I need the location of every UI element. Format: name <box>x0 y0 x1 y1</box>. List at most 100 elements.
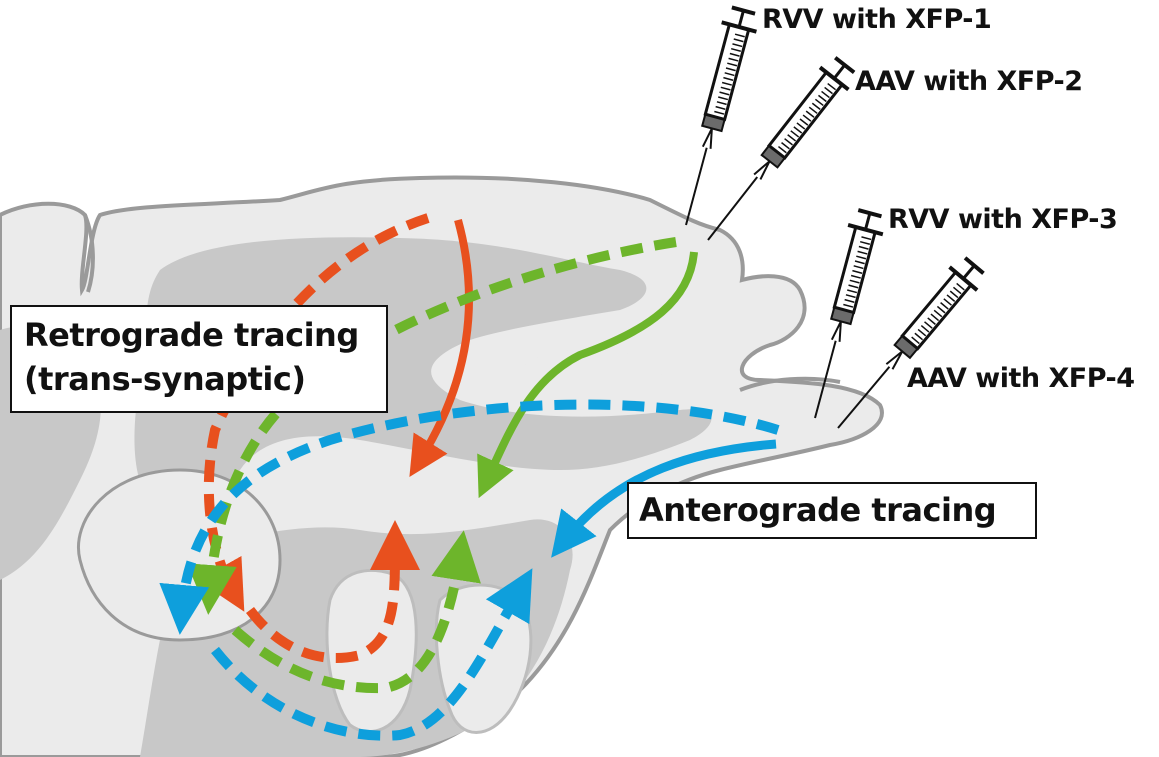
syringe-graduation <box>723 76 734 81</box>
syringe-2 <box>707 56 856 241</box>
syringe-graduation <box>734 33 745 38</box>
syringe-graduation <box>818 94 827 103</box>
anterograde-tracing-label: Anterograde tracing <box>627 482 1037 539</box>
needle <box>814 340 837 419</box>
syringe-graduation <box>956 282 965 291</box>
syringe-graduation <box>716 101 727 106</box>
syringe-flange <box>948 265 979 292</box>
anterograde-label-text: Anterograde tracing <box>639 491 997 529</box>
syringe-graduation <box>952 286 962 295</box>
syringe-flange <box>721 20 757 34</box>
syringe-flange <box>818 65 850 92</box>
syringe-graduation <box>936 305 946 314</box>
blue-solid-arrow <box>551 439 777 558</box>
syringe-graduation <box>732 43 743 48</box>
syringe-thumb <box>731 5 756 16</box>
syringe-graduation <box>728 57 739 62</box>
syringe-thumb <box>857 208 882 219</box>
syringe-4 <box>837 256 985 429</box>
syringe-graduation <box>949 290 959 299</box>
syringe-graduation <box>940 302 949 310</box>
needle <box>707 176 759 241</box>
syringe-graduation <box>725 67 736 72</box>
syringe-graduation <box>845 294 856 299</box>
green-solid-arrow <box>477 251 698 499</box>
cortex-fold <box>83 214 95 293</box>
syringe-graduation <box>858 245 869 250</box>
syringe-graduation <box>729 52 740 57</box>
injection-label-aav-xfp4: AAV with XFP-4 <box>907 363 1135 394</box>
syringe-graduation <box>787 134 797 142</box>
syringe-graduation <box>853 265 864 270</box>
syringe-graduation <box>861 236 872 241</box>
syringe-rod <box>962 264 976 280</box>
blue-dashed-arrow <box>159 399 780 635</box>
syringe-graduation <box>805 110 815 118</box>
syringe-graduation <box>777 145 787 154</box>
syringe-graduation <box>727 62 738 67</box>
syringe-graduation <box>857 250 868 255</box>
syringe-flange <box>847 223 884 237</box>
syringe-graduation <box>814 98 824 107</box>
red-solid-arrow <box>409 218 473 477</box>
red-dashed-arrow-return <box>246 520 420 663</box>
syringe-graduation <box>850 274 861 279</box>
syringe-graduation <box>844 298 855 303</box>
syringe-graduation <box>790 130 800 138</box>
syringe-3 <box>814 208 884 419</box>
needle <box>837 366 891 429</box>
syringe-graduation <box>821 90 830 99</box>
syringe-graduation <box>920 325 930 333</box>
syringe-rod <box>737 10 745 28</box>
needle <box>685 147 708 226</box>
syringe-graduation <box>849 279 860 284</box>
syringe-graduation <box>911 336 920 345</box>
syringe-barrel <box>832 225 877 315</box>
syringe-graduation <box>796 122 806 130</box>
syringe-graduation <box>854 260 865 265</box>
olfactory-fold <box>739 376 841 392</box>
retrograde-label-line1: Retrograde tracing <box>24 316 359 354</box>
syringe-graduation <box>793 126 803 134</box>
syringe-graduation <box>808 106 818 114</box>
syringe-graduation <box>733 38 744 43</box>
syringe-graduation <box>714 110 725 115</box>
syringe-graduation <box>848 284 859 289</box>
syringe-1 <box>685 5 757 226</box>
syringe-graduation <box>730 47 742 52</box>
injection-label-aav-xfp2: AAV with XFP-2 <box>855 66 1083 97</box>
green-dashed-arrow-return <box>231 530 481 694</box>
syringe-graduation <box>924 321 933 329</box>
syringe-graduation <box>824 86 833 95</box>
syringe-barrel <box>703 22 751 122</box>
retrograde-tracing-label: Retrograde tracing (trans-synaptic) <box>10 305 388 413</box>
syringe-graduation <box>927 317 936 325</box>
syringe-graduation <box>943 298 952 306</box>
syringe-graduation <box>718 96 729 101</box>
injection-label-rvv-xfp3: RVV with XFP-3 <box>888 204 1118 235</box>
injection-label-rvv-xfp1: RVV with XFP-1 <box>762 4 992 35</box>
syringe-graduation <box>827 82 837 91</box>
syringe-graduation <box>720 86 731 91</box>
syringe-graduation <box>933 309 943 318</box>
syringe-graduation <box>721 81 732 86</box>
retrograde-label-line2: (trans-synaptic) <box>24 360 306 398</box>
brain-section <box>0 175 884 757</box>
syringe-graduation <box>799 118 809 126</box>
brain-structure-mid <box>520 349 663 406</box>
syringe-graduation <box>946 294 956 302</box>
syringe-thumb <box>833 56 856 75</box>
syringe-graduation <box>852 269 863 274</box>
syringe-graduation <box>930 313 940 322</box>
blue-pathways <box>159 399 780 741</box>
syringe-graduation <box>715 105 726 110</box>
syringe-thumb <box>963 256 985 275</box>
syringe-rod <box>864 212 872 231</box>
syringe-tip <box>830 320 842 342</box>
syringe-graduation <box>843 303 854 308</box>
syringe-graduation <box>917 328 927 337</box>
syringe-graduation <box>781 142 790 150</box>
syringe-graduation <box>784 138 793 146</box>
syringe-graduation <box>847 289 858 294</box>
syringe-rod <box>833 64 846 80</box>
